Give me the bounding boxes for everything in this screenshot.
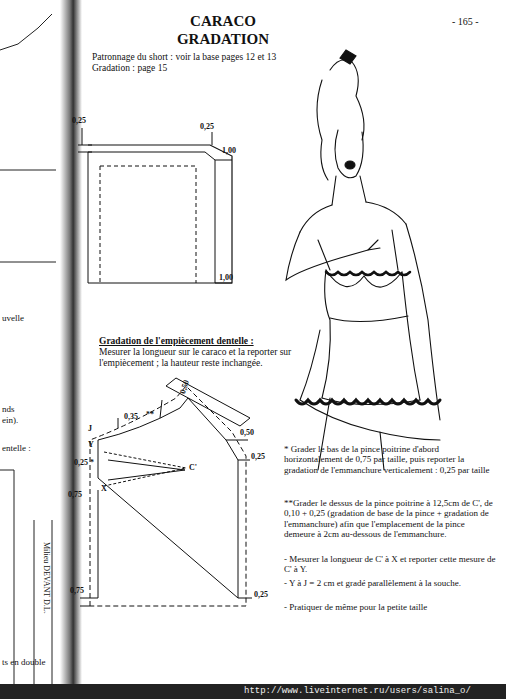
cropped-text: ein). bbox=[2, 415, 18, 425]
grading-note: - Pratiquer de même pour la petite taill… bbox=[284, 602, 496, 612]
grading-note: **Grader le dessus de la pince poitrine … bbox=[284, 498, 496, 539]
lace-pattern bbox=[80, 378, 252, 606]
grading-note: - Y à J = 2 cm et gradé parallèlement à … bbox=[284, 578, 496, 588]
cropped-text: nds bbox=[2, 404, 15, 414]
point-letter: X bbox=[101, 484, 107, 493]
dimension: 0,25 bbox=[200, 122, 214, 131]
short-pattern bbox=[78, 128, 232, 283]
cropped-text: uvelle bbox=[2, 313, 24, 323]
callout-mark: ** bbox=[146, 410, 154, 419]
piece-label: Milieu DEVANT D.L. bbox=[42, 542, 51, 614]
grading-note: * Grader le bas de la pince poitrine d'a… bbox=[284, 444, 496, 475]
point-letter: Y bbox=[88, 440, 94, 449]
page-title: CARACO GRADATION bbox=[168, 12, 278, 48]
source-url: http://www.liveinternet.ru/users/salina_… bbox=[244, 686, 471, 696]
reference-note: Patronnage du short : voir la base pages… bbox=[92, 52, 276, 63]
section-heading: Gradation de l'empiècement dentelle : bbox=[99, 336, 254, 347]
grading-note: - Mesurer la longueur de C' à X et repor… bbox=[284, 554, 496, 575]
dimension: 0,50 bbox=[178, 379, 191, 395]
point-letter: C' bbox=[189, 463, 197, 472]
dimension: 0,25 bbox=[72, 116, 86, 125]
point-letter: J bbox=[88, 424, 92, 433]
dimension: 0,50 bbox=[240, 428, 254, 437]
dimension: 1,00 bbox=[219, 273, 233, 282]
dimension: 0,25 * bbox=[74, 458, 94, 467]
left-page-pattern bbox=[0, 14, 56, 684]
dimension: 0,25 bbox=[251, 452, 265, 461]
page-number: - 165 - bbox=[452, 16, 479, 28]
dimension: 0,25 bbox=[254, 590, 268, 599]
dimension: 0,75 bbox=[70, 586, 84, 595]
scan-edge bbox=[0, 684, 506, 699]
instruction: Mesurer la longueur sur le caraco et la … bbox=[99, 347, 299, 369]
dimension: 1,00 bbox=[222, 146, 236, 155]
cropped-text: ts en double bbox=[2, 657, 46, 667]
dimension: 0,35 bbox=[124, 412, 138, 421]
cropped-text: entelle : bbox=[2, 443, 31, 453]
reference-note: Gradation : page 15 bbox=[92, 63, 167, 74]
woman-sketch bbox=[286, 50, 440, 470]
dimension: 0,75 bbox=[68, 490, 82, 499]
